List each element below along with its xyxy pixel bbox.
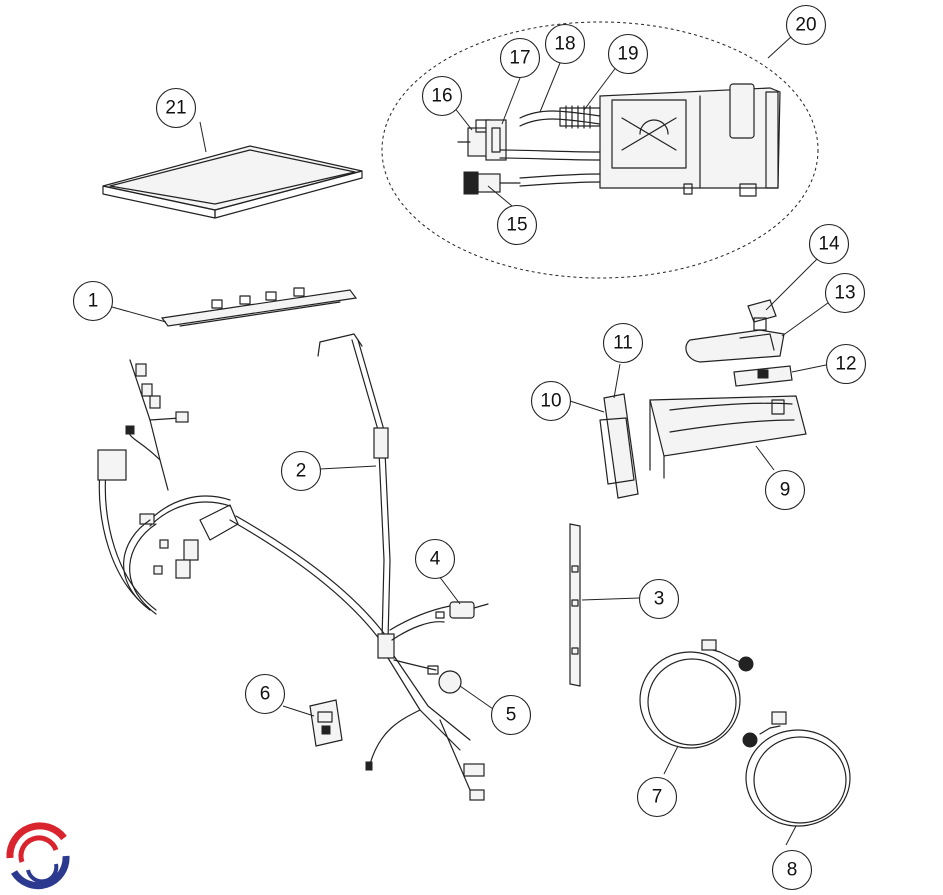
callout-9: 9 xyxy=(764,469,806,511)
part-21-top-panel xyxy=(102,145,363,219)
callout-4: 4 xyxy=(414,538,456,580)
callout-7: 7 xyxy=(636,776,678,818)
callout-15: 15 xyxy=(496,204,538,246)
callout-label: 7 xyxy=(652,787,663,808)
callout-5: 5 xyxy=(490,694,532,736)
leader-lines xyxy=(111,35,833,846)
callout-label: 5 xyxy=(506,705,517,726)
callout-2: 2 xyxy=(280,450,322,492)
callout-label: 21 xyxy=(165,98,186,119)
callout-label: 4 xyxy=(430,549,441,570)
callout-label: 17 xyxy=(509,48,530,69)
callout-10: 10 xyxy=(530,380,572,422)
callout-6: 6 xyxy=(244,673,286,715)
part-5-thermostat xyxy=(427,665,462,694)
callout-label: 14 xyxy=(818,234,840,255)
callout-14: 14 xyxy=(808,223,850,265)
part-20-assembly-boundary xyxy=(381,21,819,279)
part-19-bellows-tube xyxy=(559,105,601,129)
callout-label: 16 xyxy=(431,86,452,107)
callout-label: 11 xyxy=(613,333,633,354)
callout-3: 3 xyxy=(638,578,680,620)
callout-8: 8 xyxy=(771,849,813,891)
part-8-drain-hose xyxy=(742,711,851,827)
callout-1: 1 xyxy=(72,280,114,322)
callout-20: 20 xyxy=(785,4,827,46)
callout-label: 8 xyxy=(787,860,798,881)
part-16-water-valve xyxy=(457,119,491,157)
part-10-drawer-front xyxy=(603,393,639,499)
part-1-control-strip xyxy=(160,287,358,327)
callout-label: 2 xyxy=(296,461,307,482)
part-13-siphon-cover xyxy=(685,329,785,363)
callout-19: 19 xyxy=(607,33,649,75)
part-7-inlet-hose xyxy=(639,639,754,749)
callout-label: 20 xyxy=(795,15,816,36)
callout-label: 9 xyxy=(780,480,791,501)
callout-12: 12 xyxy=(825,343,867,385)
brand-logo-icon xyxy=(6,822,70,890)
part-3-bracket xyxy=(569,523,581,687)
callout-16: 16 xyxy=(421,75,463,117)
part-18-hose xyxy=(519,110,601,127)
callout-label: 13 xyxy=(834,283,855,304)
callout-label: 15 xyxy=(506,215,527,236)
part-11-drawer-handle-recess xyxy=(599,417,635,485)
part-14-siphon-cap xyxy=(747,299,777,331)
part-17-valve-coil xyxy=(485,119,507,161)
callout-11: 11 xyxy=(602,322,644,364)
callout-label: 1 xyxy=(88,291,99,312)
callout-label: 3 xyxy=(654,589,665,610)
part-12-clip xyxy=(733,365,793,387)
callout-label: 10 xyxy=(540,391,561,412)
part-6-door-lock xyxy=(309,699,343,747)
callout-13: 13 xyxy=(824,272,866,314)
part-2-main-wiring-harness xyxy=(97,333,485,801)
callout-21: 21 xyxy=(155,87,197,129)
part-15-inlet-valve xyxy=(463,171,521,195)
callout-label: 12 xyxy=(835,354,856,375)
part-9-drawer-body xyxy=(649,395,807,479)
part-20-dispenser-housing xyxy=(499,83,781,197)
callout-label: 19 xyxy=(617,44,638,65)
callout-17: 17 xyxy=(499,37,541,79)
callout-18: 18 xyxy=(544,23,586,65)
callout-label: 6 xyxy=(260,684,271,705)
part-4-sensor xyxy=(435,601,489,619)
callout-label: 18 xyxy=(554,34,575,55)
